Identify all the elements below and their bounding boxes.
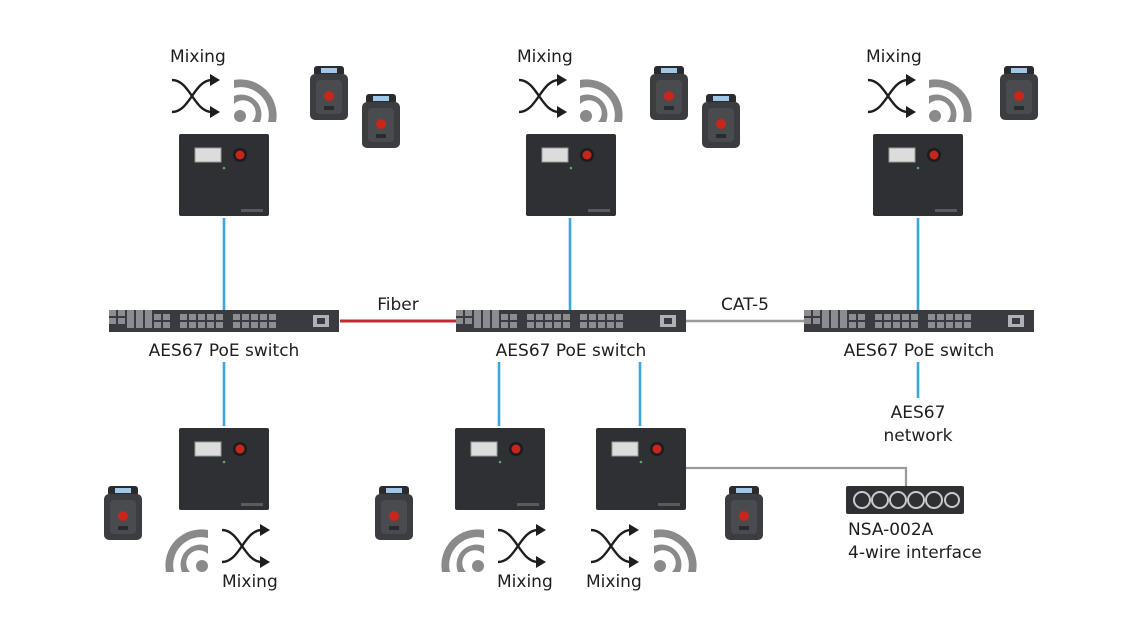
beltpack-icon	[702, 94, 740, 148]
mixing-label-2: Mixing	[517, 47, 573, 67]
mixing-crossover-icon	[170, 72, 222, 120]
switch-icon	[456, 310, 686, 332]
mixing-label-5: Mixing	[497, 572, 553, 592]
nsa-label-line2: 4-wire interface	[848, 543, 982, 563]
link-base6-interface	[686, 466, 908, 486]
switch-label-3: AES67 PoE switch	[844, 341, 995, 361]
mixing-label-4: Mixing	[222, 572, 278, 592]
beltpack-icon	[1000, 66, 1038, 120]
switch-label-2: AES67 PoE switch	[496, 341, 647, 361]
mixing-crossover-icon	[496, 522, 548, 570]
base-station-icon	[872, 133, 964, 217]
wireless-signal-icon	[165, 529, 208, 572]
wireless-signal-icon	[654, 529, 697, 572]
mixing-label-3: Mixing	[866, 47, 922, 67]
aes67-network-label-line2: network	[883, 426, 952, 446]
beltpack-icon	[104, 486, 142, 540]
cat5-label: CAT-5	[721, 295, 769, 315]
base-station-icon	[178, 133, 270, 217]
base-station-icon	[525, 133, 617, 217]
base-station-icon	[454, 427, 546, 511]
beltpack-icon	[310, 66, 348, 120]
mixing-crossover-icon	[866, 72, 918, 120]
fiber-label: Fiber	[377, 295, 419, 315]
base-station-icon	[595, 427, 687, 511]
interface-icon	[846, 486, 964, 514]
beltpack-icon	[362, 94, 400, 148]
switch-icon	[804, 310, 1034, 332]
wireless-signal-icon	[929, 79, 972, 122]
beltpack-icon	[725, 486, 763, 540]
nsa-label-line1: NSA-002A	[848, 520, 934, 540]
mixing-crossover-icon	[517, 72, 569, 120]
mixing-crossover-icon	[220, 522, 272, 570]
switch-label-1: AES67 PoE switch	[149, 341, 300, 361]
mixing-label-1: Mixing	[170, 47, 226, 67]
beltpack-icon	[650, 66, 688, 120]
beltpack-icon	[375, 486, 413, 540]
mixing-crossover-icon	[589, 522, 641, 570]
switch-icon	[109, 310, 339, 332]
mixing-label-6: Mixing	[586, 572, 642, 592]
wireless-signal-icon	[234, 79, 277, 122]
base-station-icon	[178, 427, 270, 511]
wireless-signal-icon	[441, 529, 484, 572]
wireless-signal-icon	[580, 79, 623, 122]
aes67-network-label-line1: AES67	[891, 403, 946, 423]
